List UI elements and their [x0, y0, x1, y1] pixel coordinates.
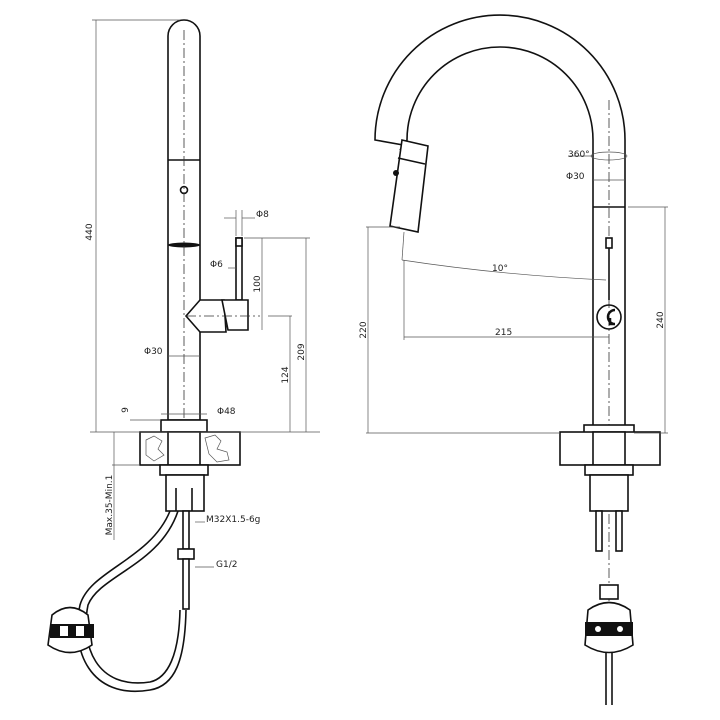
- dim-209: 209: [297, 343, 307, 360]
- dim-phi6: Φ6: [210, 260, 223, 270]
- dim-counter-thickness: Max.35-Min.1: [105, 475, 115, 536]
- dim-9: 9: [121, 407, 131, 413]
- left-side-view: 440 Φ8 Φ6 100 209 124 Φ30 Φ48 9 Max.35-M…: [47, 19, 320, 693]
- dim-440: 440: [85, 223, 95, 240]
- inlet-connector: [177, 548, 195, 560]
- gooseneck-outer: [374, 14, 626, 425]
- gooseneck-inner: [399, 46, 594, 425]
- lever-rod: [235, 237, 243, 301]
- front-view: 360° Φ30 10° 215 220 240: [359, 14, 668, 705]
- dim-joint-height: 240: [656, 311, 666, 328]
- dim-tilt: 10°: [492, 264, 508, 274]
- pull-out-hose: [76, 510, 187, 693]
- lever-handle: [221, 299, 249, 331]
- ring-mark: [168, 242, 200, 248]
- dim-124: 124: [281, 366, 291, 383]
- dim-body-phi30-front: Φ30: [566, 172, 585, 182]
- dim-phi48: Φ48: [217, 407, 236, 417]
- pull-out-spray-head: [389, 139, 429, 233]
- flange: [160, 419, 208, 433]
- dim-reach: 215: [495, 328, 512, 338]
- dim-rotation: 360°: [568, 150, 590, 160]
- mounting-nut: [165, 474, 205, 512]
- dim-100: 100: [253, 275, 263, 292]
- dim-phi8: Φ8: [256, 210, 269, 220]
- dim-spout-height: 220: [359, 321, 369, 338]
- lever-knob: [596, 304, 622, 330]
- tilt-arc: [401, 259, 607, 281]
- dim-inlet: G1/2: [216, 560, 237, 570]
- dim-body-phi30: Φ30: [144, 347, 163, 357]
- dim-thread: M32X1.5-6g: [206, 515, 260, 525]
